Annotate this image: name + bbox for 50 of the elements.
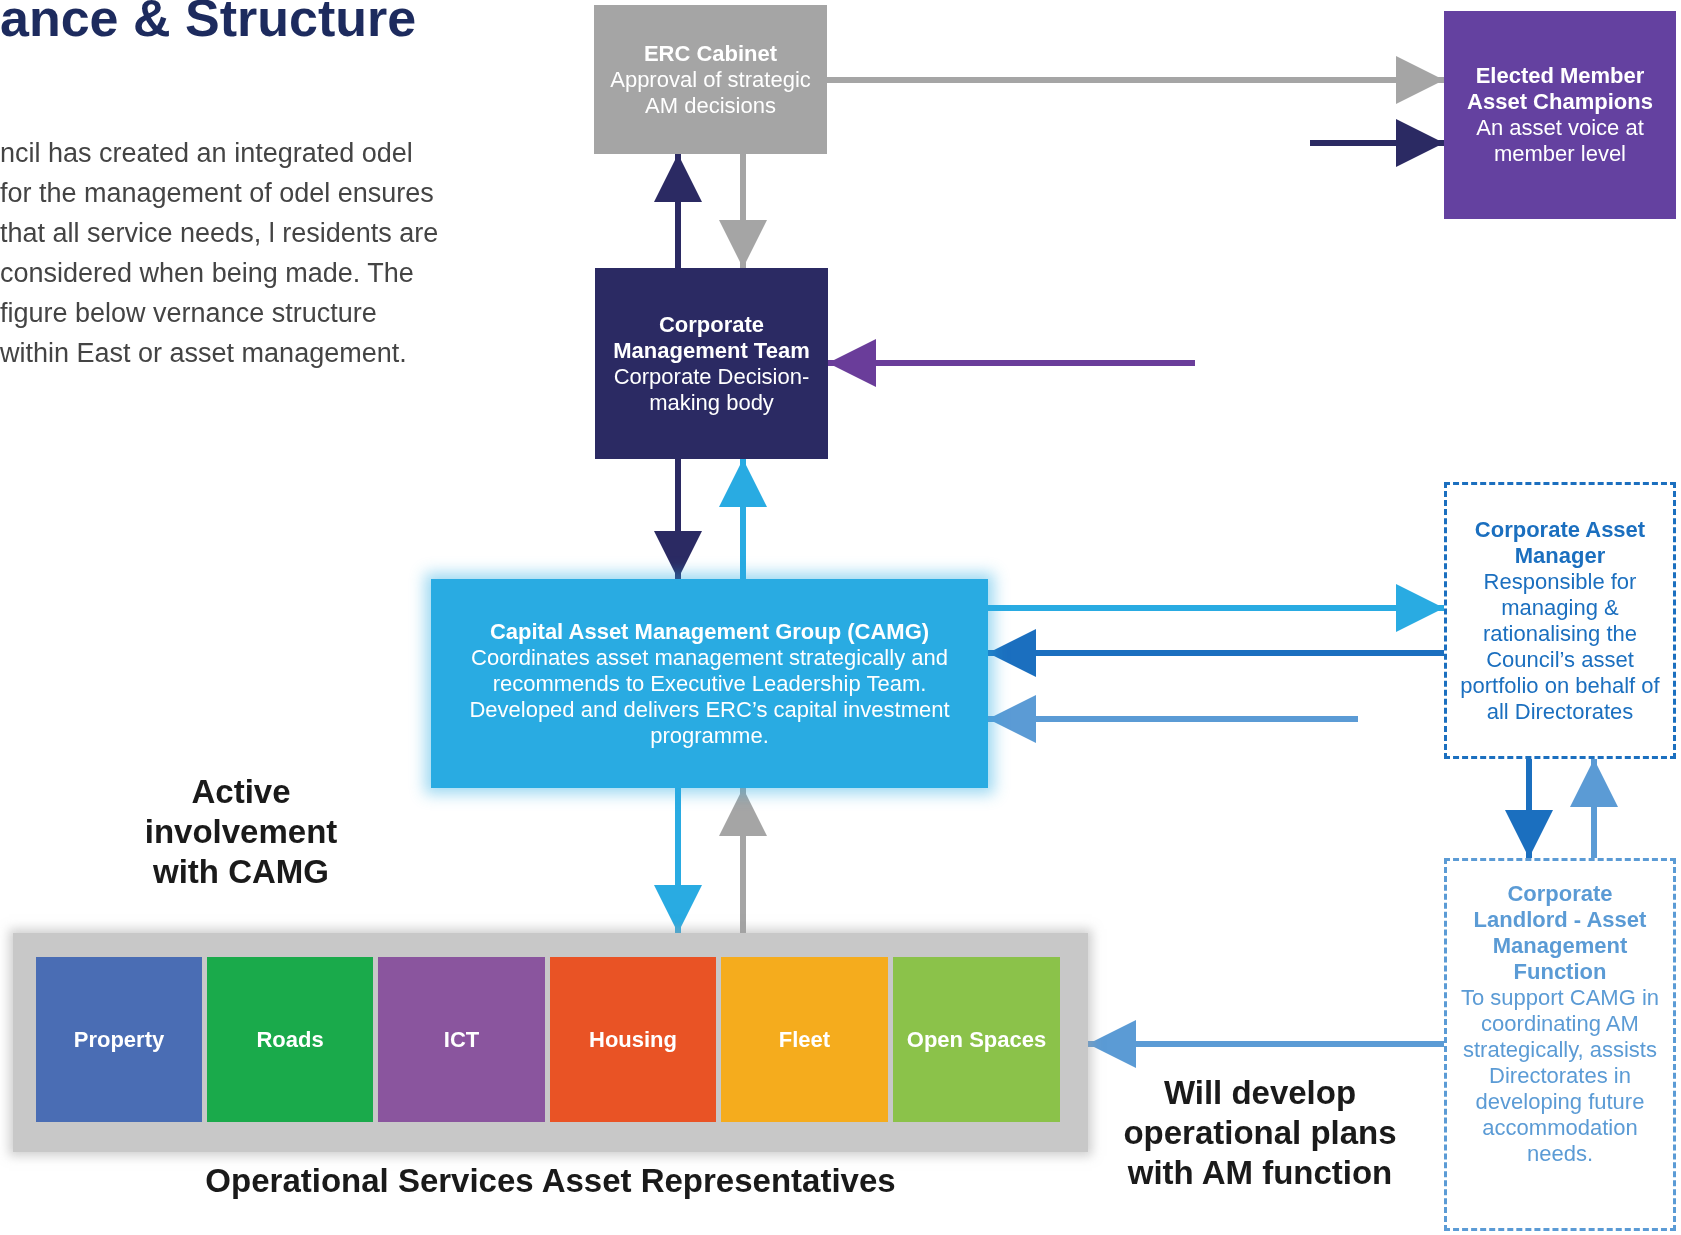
- process-box: [431, 579, 988, 788]
- arrow: [1310, 119, 1444, 167]
- page-title: ance & Structure: [0, 0, 417, 49]
- arrow: [828, 339, 1195, 387]
- node-title: Corporate Asset Manager: [1473, 516, 1647, 569]
- arrow: [719, 788, 767, 933]
- annotation-text: Active involvement with CAMG: [143, 772, 339, 892]
- node-title: Capital Asset Management Group (CAMG): [489, 618, 930, 645]
- arrow: [827, 56, 1444, 104]
- node-title: Open Spaces: [906, 1026, 1047, 1053]
- process-box: [1444, 11, 1676, 219]
- service-tile: [721, 957, 888, 1122]
- node-title: ICT: [443, 1026, 480, 1053]
- arrow: [1505, 759, 1553, 858]
- node-description: An asset voice at member level: [1475, 115, 1645, 167]
- arrow: [654, 459, 702, 579]
- process-box: [594, 5, 827, 154]
- service-tile: [378, 957, 545, 1122]
- node-title: Operational Services Asset Representatives: [204, 1161, 897, 1201]
- service-tile: [550, 957, 716, 1122]
- arrow: [654, 788, 702, 933]
- node-title: Fleet: [778, 1026, 831, 1053]
- service-tile: [36, 957, 202, 1122]
- node-description: To support CAMG in coordinating AM strategically, assists Directorates in developing future accommodation needs.: [1459, 985, 1661, 1167]
- arrow: [988, 695, 1358, 743]
- node-title: ERC Cabinet: [643, 40, 778, 67]
- dashed-box: [1444, 858, 1676, 1231]
- annotation-text: Will develop operational plans with AM function: [1122, 1073, 1398, 1193]
- dashed-box: [1444, 482, 1676, 759]
- node-title: Corporate Management Team: [612, 311, 811, 364]
- service-tile: [207, 957, 373, 1122]
- node-title: Corporate Landlord - Asset Management Function: [1472, 881, 1648, 985]
- node-description: Approval of strategic AM decisions: [609, 66, 812, 119]
- arrow: [988, 629, 1444, 677]
- arrow: [1570, 759, 1618, 858]
- arrow: [719, 154, 767, 268]
- node-description: Responsible for managing & rationalising the Council’s asset portfolio on behalf of all Directorates: [1459, 568, 1661, 725]
- arrow: [719, 459, 767, 579]
- intro-paragraph: ncil has created an integrated odel for the management of odel ensures that all service needs, l residents are considered when being made. The figure below vernance structure within East or asset management.: [0, 137, 440, 370]
- node-description: Corporate Decision-making body: [612, 363, 811, 416]
- arrow: [1088, 1020, 1444, 1068]
- arrow: [654, 154, 702, 268]
- process-box: [595, 268, 828, 459]
- arrow: [988, 584, 1444, 632]
- node-title: Property: [73, 1026, 165, 1053]
- service-tile: [893, 957, 1060, 1122]
- node-title: Housing: [589, 1026, 677, 1053]
- node-title: Roads: [256, 1026, 324, 1053]
- node-title: Elected Member Asset Champions: [1466, 63, 1654, 115]
- node-description: Coordinates asset management strategically and recommends to Executive Leadership Team. Developed and delivers ERC’s capital investment programme.: [468, 644, 951, 749]
